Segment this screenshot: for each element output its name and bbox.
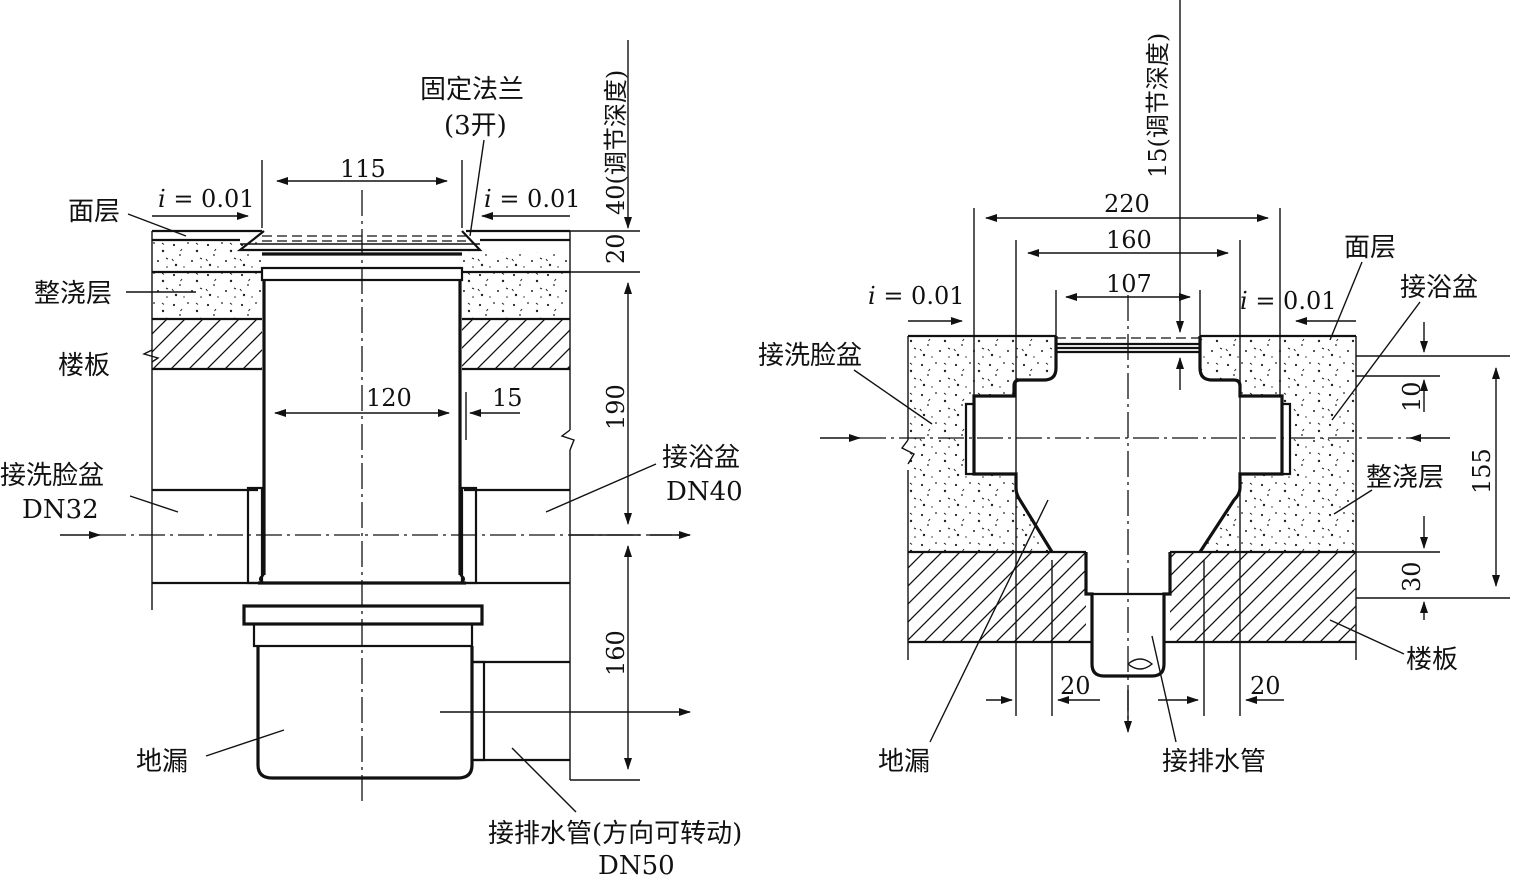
right-label-drain-pipe: 接排水管	[1162, 747, 1266, 777]
left-label-floor-drain: 地漏	[136, 747, 188, 777]
right-dim-right-wall: 20	[1250, 672, 1281, 700]
right-slope-right: i = 0.01	[1240, 287, 1337, 315]
right-dim-inner-width: 107	[1106, 270, 1152, 298]
right-slope-left: i = 0.01	[868, 282, 965, 310]
right-label-floor-slab: 楼板	[1406, 645, 1458, 675]
right-dim-slab-offset: 30	[1398, 561, 1426, 592]
right-slab-right	[1170, 552, 1356, 642]
left-label-drain-outlet: 接排水管(方向可转动)	[488, 819, 742, 849]
left-label-floor-slab: 楼板	[58, 351, 110, 381]
right-label-surface-layer: 面层	[1344, 233, 1396, 263]
left-dim-wall-gap: 15	[492, 384, 523, 412]
left-label-drain-dn: DN50	[598, 851, 675, 878]
left-label-fixing-flange: 固定法兰	[420, 75, 524, 105]
left-label-bathtub: 接浴盆	[662, 443, 740, 473]
left-label-bathtub-dn: DN40	[666, 477, 743, 507]
left-label-washbasin: 接洗脸盆	[0, 461, 104, 491]
right-dim-left-wall: 20	[1060, 672, 1091, 700]
left-label-flange-count: (3开)	[444, 111, 507, 141]
left-leveling-layer-a	[152, 240, 262, 319]
right-dim-inlet-height: 10	[1398, 381, 1426, 412]
right-label-bathtub: 接浴盆	[1400, 273, 1478, 303]
right-dim-total-height: 155	[1468, 448, 1496, 494]
left-dim-surface-thickness: 20	[602, 233, 630, 264]
right-leveling-right	[1200, 336, 1356, 552]
right-label-leveling-layer: 整浇层	[1366, 463, 1444, 493]
left-label-washbasin-dn: DN32	[22, 495, 99, 525]
right-label-floor-drain: 地漏	[878, 747, 930, 777]
left-dim-upper-height: 190	[602, 384, 630, 430]
right-section-view: 220 160 107 15(调节深度) i = 0.01 i = 0.01 1…	[758, 0, 1510, 777]
right-label-washbasin: 接洗脸盆	[758, 341, 862, 371]
left-label-surface-layer: 面层	[68, 197, 120, 227]
left-label-leveling-layer: 整浇层	[34, 279, 112, 309]
left-slope-right: i = 0.01	[484, 185, 581, 213]
left-dim-adjust-depth: 40(调节深度)	[602, 70, 630, 215]
left-section-view: 115 120 15 i = 0.01 i = 0.01 40(调节深度) 20…	[0, 40, 743, 881]
left-dim-top-width: 115	[340, 155, 386, 183]
right-dim-adjust-depth: 15(调节深度)	[1144, 33, 1172, 178]
left-dim-lower-height: 160	[602, 630, 630, 676]
right-dim-outer-width: 220	[1104, 190, 1150, 218]
left-dim-body-width: 120	[366, 384, 412, 412]
right-slab-left	[908, 552, 1086, 642]
left-slab-a	[152, 319, 262, 369]
left-slope-left: i = 0.01	[158, 185, 255, 213]
left-slab-b	[462, 319, 570, 369]
right-dim-mid-width: 160	[1106, 226, 1152, 254]
left-leveling-layer-b	[462, 252, 570, 319]
